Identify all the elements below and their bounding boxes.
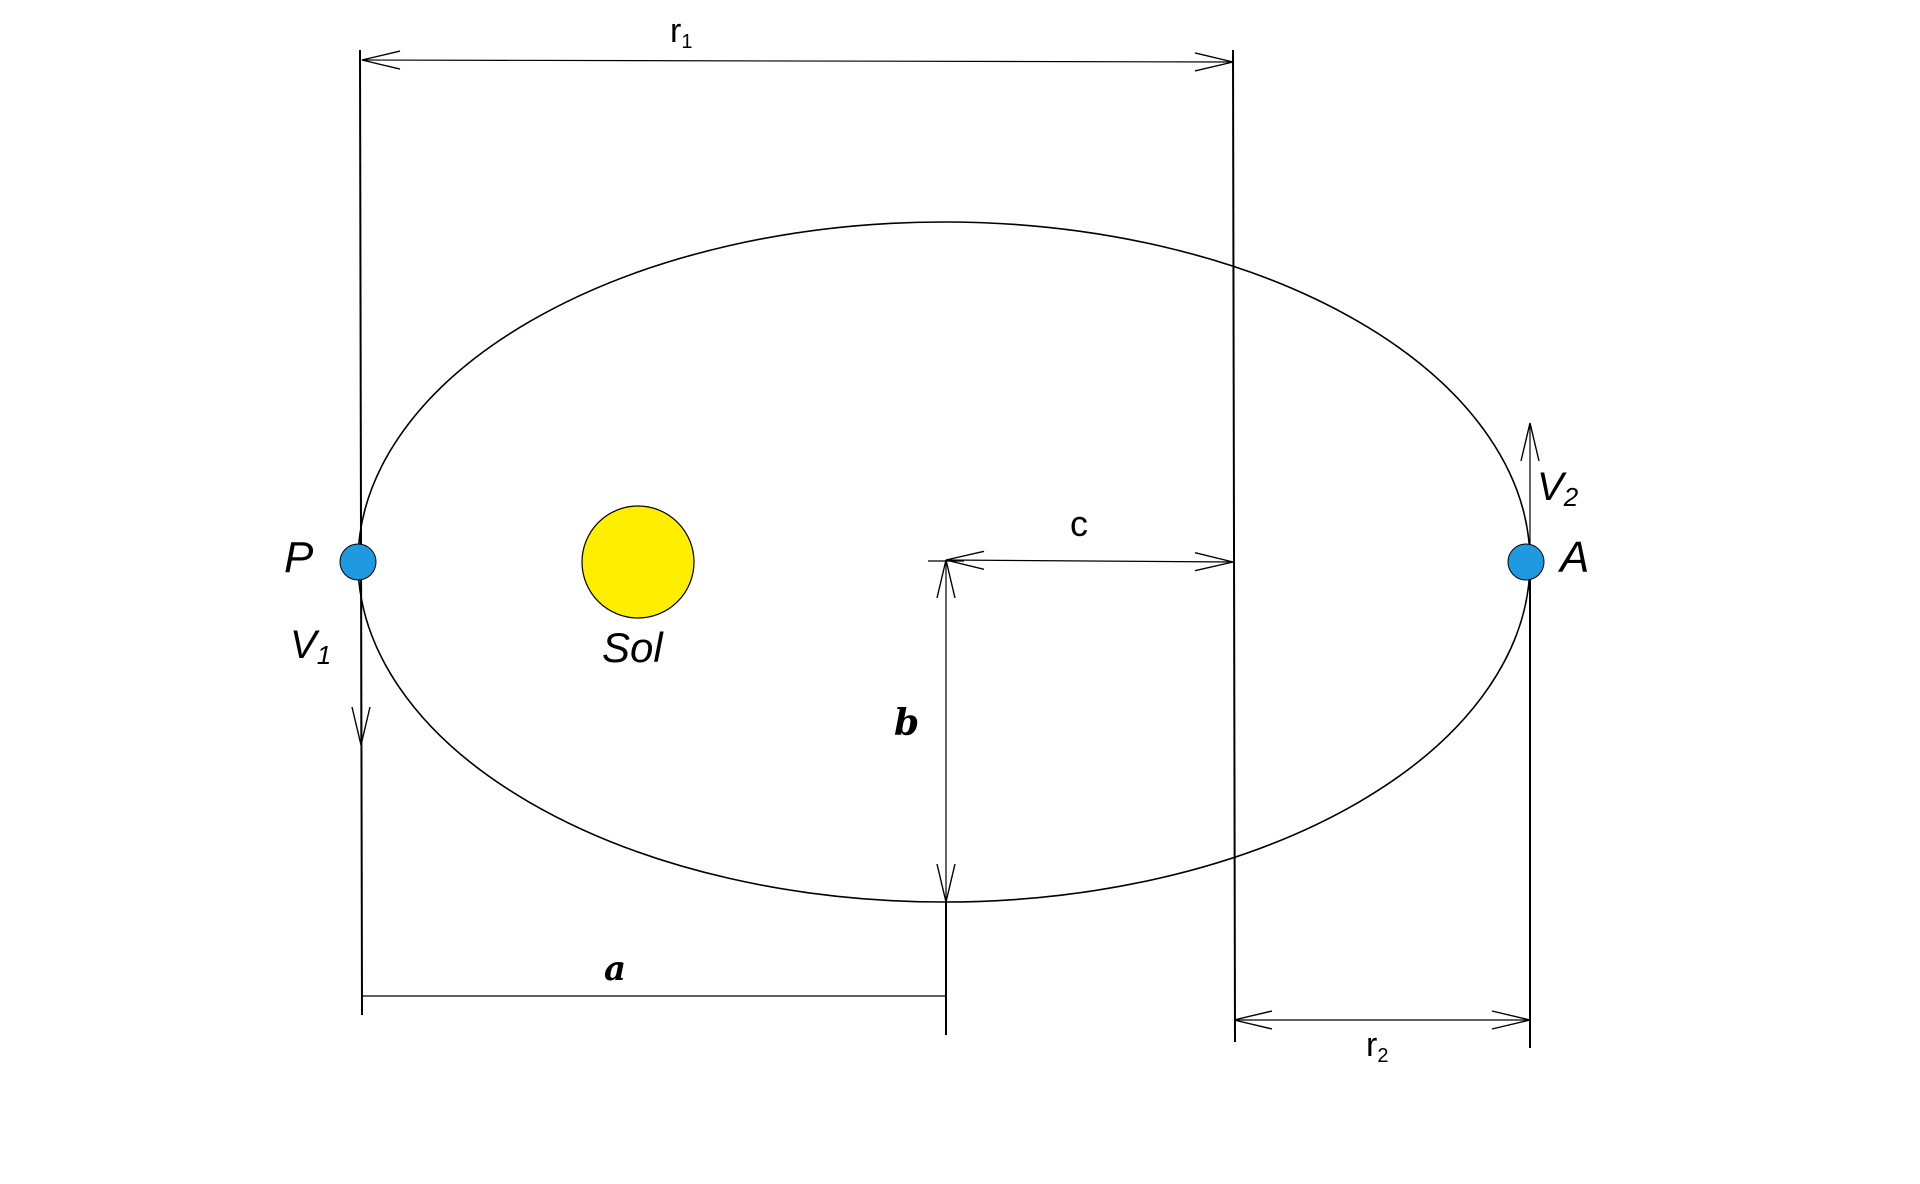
planet-aphelion bbox=[1507, 543, 1545, 581]
sun-label: Sol bbox=[602, 624, 664, 671]
aphelion-label: A bbox=[1557, 533, 1589, 582]
sun bbox=[581, 505, 695, 619]
c-dimension-line bbox=[945, 550, 1234, 572]
v1-label: V1 bbox=[290, 623, 331, 670]
v2-label: V2 bbox=[1537, 465, 1579, 512]
r1-label: r1 bbox=[670, 12, 692, 53]
c-label: c bbox=[1070, 503, 1088, 544]
r1-dimension-line bbox=[361, 50, 1234, 72]
planet-perihelion bbox=[339, 543, 377, 581]
a-label: a bbox=[604, 949, 626, 989]
focus-vertical-line bbox=[1232, 49, 1236, 1043]
r2-label: r2 bbox=[1366, 1026, 1388, 1067]
perihelion-vertical-line bbox=[359, 49, 363, 1016]
orbit-ellipse bbox=[357, 221, 1531, 903]
perihelion-label: P bbox=[284, 533, 314, 582]
b-label: b bbox=[894, 702, 919, 744]
